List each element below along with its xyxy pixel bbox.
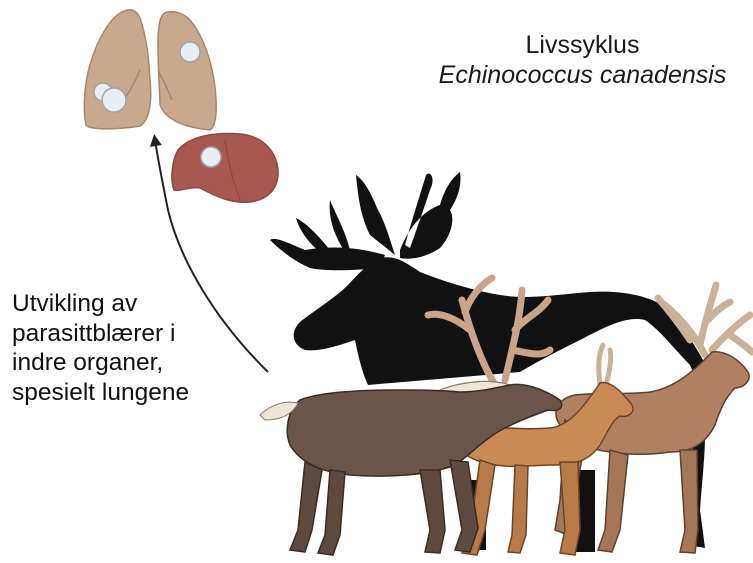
cyst [102, 88, 126, 112]
moose-antlers [270, 172, 461, 270]
cyst [180, 42, 200, 62]
title-line-2: Echinococcus canadensis [412, 60, 753, 90]
diagram-title: Livssyklus Echinococcus canadensis [412, 30, 753, 90]
caption-line: parasittblærer i [12, 319, 262, 349]
liver-illustration [172, 134, 278, 203]
caption-line: indre organer, [12, 348, 262, 378]
right-lung [158, 12, 216, 130]
title-line-1: Livssyklus [412, 30, 753, 60]
development-caption: Utvikling av parasittblærer i indre orga… [12, 289, 262, 407]
lungs-illustration [84, 10, 216, 130]
cyst [201, 147, 221, 167]
roe-deer-antlers [599, 345, 611, 385]
caption-line: spesielt lungene [12, 378, 262, 408]
caption-line: Utvikling av [12, 289, 262, 319]
